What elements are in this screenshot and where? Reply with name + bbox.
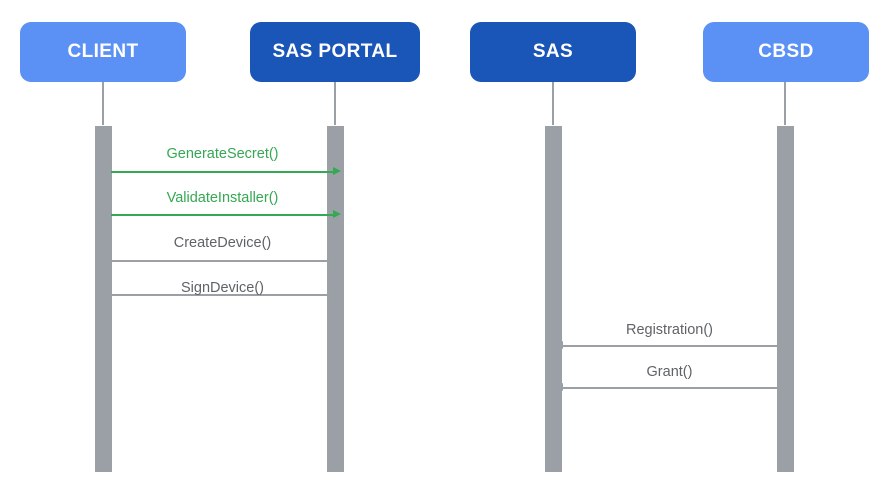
- activation-bar-cbsd[interactable]: [776, 125, 795, 473]
- message-line-create-device: [111, 260, 334, 262]
- participant-label-sas-portal: SAS PORTAL: [272, 41, 398, 62]
- lifeline-client: [102, 82, 104, 125]
- participant-box-client[interactable]: CLIENT: [20, 22, 186, 82]
- arrowhead-right-icon-sign-device: [333, 290, 341, 299]
- activation-bar-client[interactable]: [94, 125, 113, 473]
- arrowhead-left-icon-grant: [555, 383, 563, 392]
- participant-box-sas[interactable]: SAS: [470, 22, 636, 82]
- arrowhead-right-icon-generate-secret: [333, 167, 341, 176]
- message-line-registration: [562, 345, 777, 347]
- arrowhead-right-icon-create-device: [333, 256, 341, 265]
- participant-label-sas: SAS: [532, 41, 574, 62]
- message-label-sign-device: SignDevice(): [181, 280, 264, 296]
- message-label-create-device: CreateDevice(): [173, 235, 272, 251]
- participant-box-sas-portal[interactable]: SAS PORTAL: [250, 22, 420, 82]
- message-line-validate-installer: [111, 214, 334, 216]
- message-line-generate-secret: [111, 171, 334, 173]
- lifeline-sas-portal: [334, 82, 336, 125]
- lifeline-sas: [552, 82, 554, 125]
- arrowhead-left-icon-registration: [555, 341, 563, 350]
- message-label-registration: Registration(): [625, 322, 714, 338]
- message-label-grant: Grant(): [646, 364, 693, 380]
- message-label-validate-installer: ValidateInstaller(): [166, 190, 279, 206]
- message-line-sign-device: [111, 294, 334, 296]
- participant-label-cbsd: CBSD: [758, 41, 814, 62]
- activation-bar-sas[interactable]: [544, 125, 563, 473]
- participant-box-cbsd[interactable]: CBSD: [703, 22, 869, 82]
- activation-bar-sas-portal[interactable]: [326, 125, 345, 473]
- participant-label-client: CLIENT: [67, 41, 139, 62]
- lifeline-cbsd: [784, 82, 786, 125]
- arrowhead-right-icon-validate-installer: [333, 210, 341, 219]
- message-line-grant: [562, 387, 777, 389]
- message-label-generate-secret: GenerateSecret(): [166, 146, 279, 162]
